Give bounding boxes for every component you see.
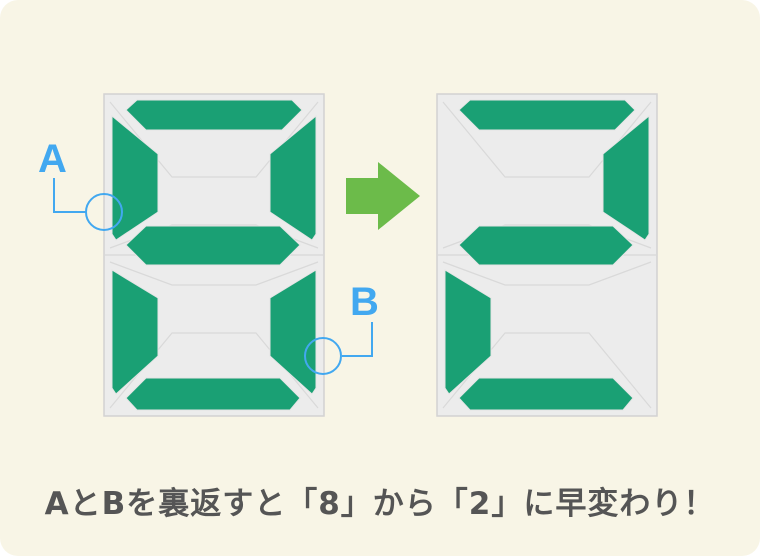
left-segment-g <box>125 225 301 266</box>
callout-b <box>304 322 373 375</box>
right-display-two <box>436 93 658 417</box>
callout-a <box>53 178 123 231</box>
caption-text: AとBを裏返すと「8」から「2」に早変わり！ <box>44 486 716 522</box>
right-segment-a <box>458 99 636 131</box>
label-b: B <box>350 280 379 324</box>
right-segment-d <box>458 377 634 411</box>
label-a: A <box>38 137 67 181</box>
right-arrow-icon <box>346 162 420 230</box>
left-segment-d <box>125 377 301 411</box>
seven-segment-diagram: A B <box>38 93 658 417</box>
left-display-eight <box>103 93 325 417</box>
right-segment-g <box>458 225 634 266</box>
left-segment-a <box>125 99 303 131</box>
